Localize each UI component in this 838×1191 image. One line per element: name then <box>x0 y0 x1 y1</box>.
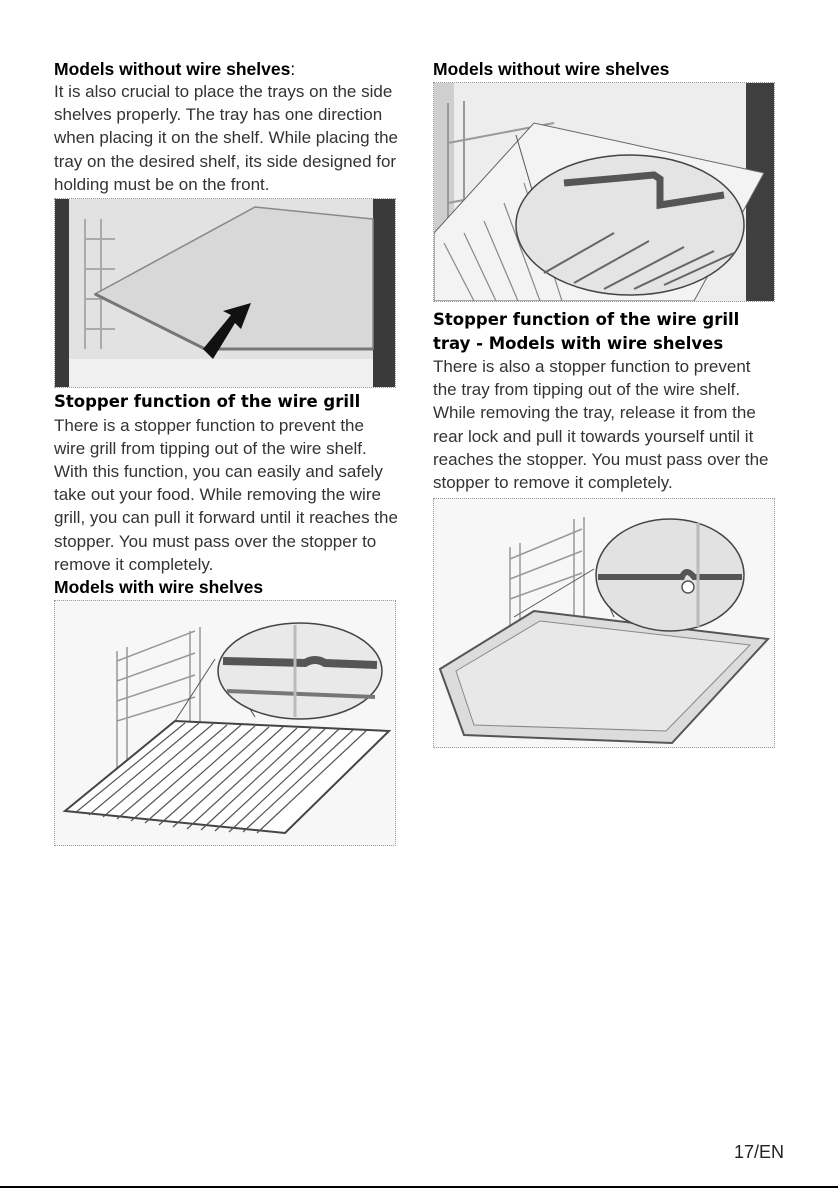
right-column: Models without wire shelves Stop <box>433 58 778 749</box>
wire-grill-closeup-illustration <box>433 82 775 302</box>
left-column: Models without wire shelves: It is also … <box>54 58 399 846</box>
tray-placement-paragraph: It is also crucial to place the trays on… <box>54 82 398 194</box>
heading-text: Models with wire shelves <box>54 576 264 597</box>
stopper-wire-grill-tray-paragraph: There is also a stopper function to prev… <box>433 357 769 493</box>
section-heading-models-without-wire-shelves-right: Models without wire shelves <box>433 58 778 80</box>
bottom-divider <box>0 1186 838 1188</box>
stopper-wire-grill-title: Stopper function of the wire grill <box>54 392 361 412</box>
wire-grill-stopper-illustration <box>54 599 396 846</box>
stopper-wire-grill-paragraph: There is a stopper function to prevent t… <box>54 415 398 574</box>
page-number: 17/EN <box>733 1142 784 1162</box>
tray-in-oven-illustration <box>54 198 396 389</box>
section-heading-models-with-wire-shelves: Models with wire shelves <box>54 576 399 598</box>
heading-text: Models without wire shelves <box>54 59 291 79</box>
heading-text: Models without wire shelves <box>433 59 670 79</box>
section-heading-models-without-wire-shelves: Models without wire shelves: <box>54 58 399 80</box>
tray-stopper-illustration <box>433 498 775 749</box>
stopper-wire-grill-tray-title: Stopper function of the wire grill tray … <box>433 310 740 353</box>
heading-colon: : <box>290 59 296 79</box>
